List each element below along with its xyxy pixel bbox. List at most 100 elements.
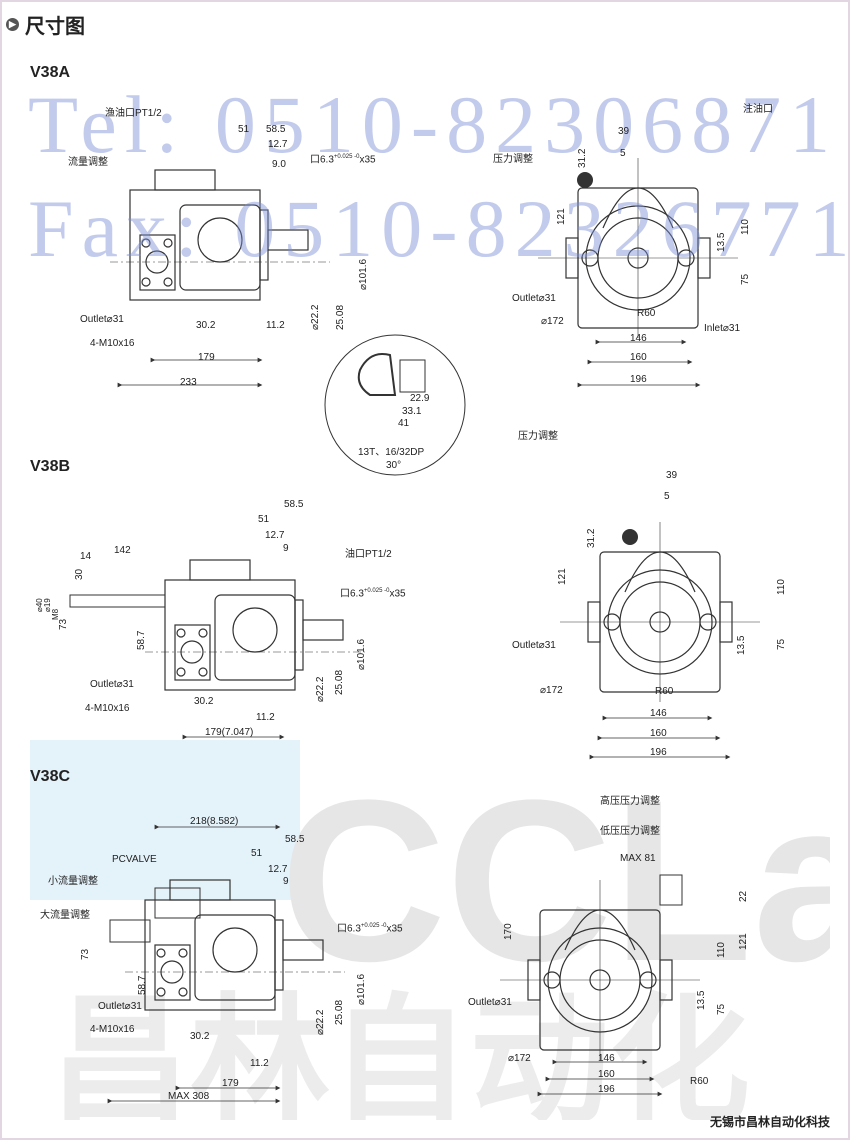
label-outlet: Outlet⌀31 (468, 997, 512, 1008)
dim: 58.5 (285, 834, 305, 845)
label-bolts: 4-M10x16 (90, 338, 135, 349)
dim: 5 (620, 148, 626, 159)
v38a-spline-detail (324, 334, 466, 476)
dim: 160 (598, 1069, 615, 1080)
dim: 58.5 (266, 124, 286, 135)
dim: 58.7 (136, 630, 147, 650)
dimension-lines (107, 339, 731, 1104)
section-title-v38a: V38A (30, 64, 71, 81)
dim: 13.5 (696, 990, 707, 1010)
v38c-front-view (499, 874, 701, 1061)
dim: 30 (74, 568, 85, 580)
dim: ⌀22.2 (310, 304, 321, 330)
dim: ⌀22.2 (315, 1009, 326, 1035)
dim: 12.7 (268, 139, 288, 150)
label-pressure-adjust: 压力调整 (518, 431, 558, 442)
section-header: ▶ 尺寸图 (6, 10, 85, 39)
dim: 58.5 (284, 499, 304, 510)
dim: 14 (80, 551, 92, 562)
fax-watermark: Fax: 0510-82326771 (28, 183, 850, 274)
dim: 160 (630, 352, 647, 363)
dim: 146 (598, 1053, 615, 1064)
dim: 12.7 (268, 864, 288, 875)
dim: 11.2 (256, 712, 275, 723)
section-title-v38c: V38C (30, 768, 71, 785)
label-outlet: Outlet⌀31 (90, 679, 134, 690)
label-oil-port: 油口PT1/2 (345, 549, 392, 560)
dim: 25.08 (334, 669, 345, 695)
dim: 73 (80, 948, 91, 960)
dim: 33.1 (402, 406, 422, 417)
dim: 51 (258, 514, 270, 525)
v38a-front-view (537, 157, 739, 339)
dim: 233 (180, 377, 197, 388)
section-title-v38b: V38B (30, 458, 71, 475)
company-footer: 无锡市昌林自动化科技 (709, 1115, 830, 1129)
dim: 39 (666, 470, 678, 481)
label-flow-adjust: 流量调整 (68, 157, 108, 168)
page-title: 尺寸图 (25, 16, 85, 38)
svg-text:昌林自动化: 昌林自动化 (50, 983, 750, 1120)
v38b-front-view (559, 521, 761, 703)
dim: 30.2 (196, 320, 216, 331)
tel-watermark: Tel: 0510-82306871 (28, 79, 839, 170)
v38c-side-view (109, 879, 346, 1011)
dim: 9.0 (272, 159, 286, 170)
label-pressure-adjust: 压力调整 (493, 154, 533, 165)
dim: R60 (637, 308, 656, 319)
v38b-side-view (69, 559, 366, 691)
dim: 146 (630, 333, 647, 344)
dim: 110 (776, 579, 787, 595)
dim: 75 (740, 273, 751, 285)
dim: 22 (738, 890, 749, 902)
dim: ⌀101.6 (356, 638, 367, 670)
dim: 9 (283, 876, 289, 887)
dim: 75 (716, 1003, 727, 1015)
dim: 121 (556, 208, 567, 225)
dim: 196 (630, 374, 647, 385)
dim: MAX 308 (168, 1091, 210, 1102)
dim: ⌀172 (541, 316, 564, 327)
dim: 51 (251, 848, 263, 859)
label-outlet: Outlet⌀31 (80, 314, 124, 325)
label-outlet: Outlet⌀31 (512, 293, 556, 304)
label-fill-port: 注油口 (743, 104, 773, 115)
label-outlet: Outlet⌀31 (512, 640, 556, 651)
dim: 110 (716, 942, 727, 958)
svg-text:CCLair: CCLair (280, 752, 830, 1009)
dim: 51 (238, 124, 250, 135)
dim: 31.2 (577, 148, 588, 168)
dim: MAX 81 (620, 853, 656, 864)
dim: 179 (198, 352, 215, 363)
dim: 9 (283, 543, 289, 554)
dim: 58.7 (137, 975, 148, 995)
label-low-pressure: 低压压力调整 (600, 826, 660, 837)
dim: 39 (618, 126, 630, 137)
label-bolts: 4-M10x16 (90, 1024, 135, 1035)
dim: 13.5 (736, 635, 747, 655)
dim: 41 (398, 418, 410, 429)
dim: 196 (650, 747, 667, 758)
dim: 110 (740, 219, 751, 235)
label-key: 口6.3+0.025 -0x35 (340, 588, 406, 600)
dim: 22.9 (410, 393, 430, 404)
label-outlet: Outlet⌀31 (98, 1001, 142, 1012)
dim: ⌀101.6 (358, 258, 369, 290)
dim: 179 (222, 1078, 239, 1089)
dim: ⌀22.2 (315, 676, 326, 702)
label-pc-valve: PCVALVE (112, 854, 157, 865)
dim: 146 (650, 708, 667, 719)
spline-angle: 30° (386, 460, 402, 471)
dim: 160 (650, 728, 667, 739)
dim: 73 (58, 618, 69, 630)
dim: 11.2 (250, 1058, 269, 1069)
dim: 11.2 (266, 320, 285, 331)
dim: 121 (557, 568, 568, 585)
dim: 179(7.047) (205, 727, 254, 738)
dim: R60 (655, 686, 674, 697)
dim: ⌀172 (540, 685, 563, 696)
dim: 142 (114, 545, 131, 556)
spline-spec: 13T、16/32DP (358, 447, 425, 458)
dim: 31.2 (586, 528, 597, 548)
